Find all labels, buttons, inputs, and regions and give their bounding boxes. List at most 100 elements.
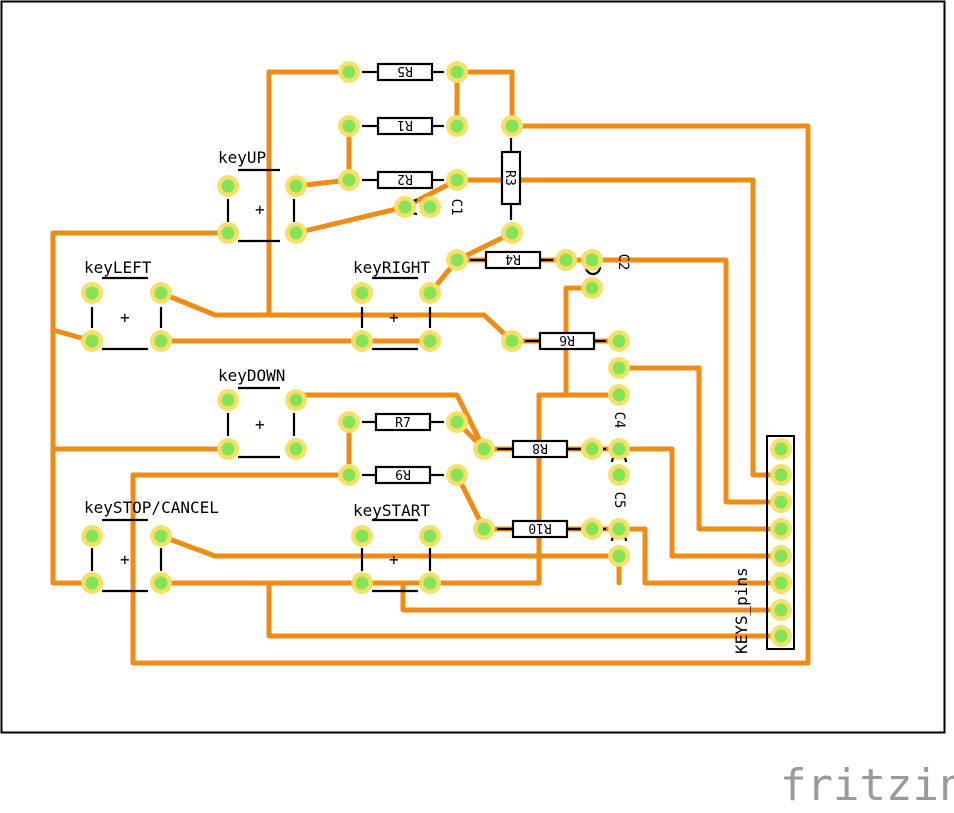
pad [285,438,307,460]
switch-center-mark: + [255,200,265,219]
pad [608,545,630,567]
resistor-label: R10 [528,520,551,535]
resistor-r7: R7 [362,412,444,432]
pad [501,222,523,244]
pad [81,572,103,594]
switch-label: keySTART [353,501,430,520]
pad [338,169,360,191]
trace [266,580,784,639]
pad [770,438,792,460]
pad [217,175,239,197]
pad [473,438,495,460]
switches: keyUP + keyLEFT + keyRIGHT + keyDOW [84,148,432,593]
pad [150,330,172,352]
pad [285,389,307,411]
pad [419,282,441,304]
pad [581,438,603,460]
pad [446,464,468,486]
resistor-r8: R8 [497,439,606,459]
resistor-r2: R2 [362,170,444,190]
resistor-label: R2 [397,171,413,186]
pad [351,330,373,352]
resistor-label: R4 [505,251,521,266]
pad [770,518,792,540]
resistor-r4: R4 [470,250,553,270]
resistor-label: R7 [395,416,411,431]
pad [150,525,172,547]
resistor-r5: R5 [362,62,444,82]
pad [770,599,792,621]
switch-keystart: keySTART + [353,501,432,593]
resistor-r9: R9 [362,465,444,485]
pad [394,196,416,218]
trace [616,365,784,532]
pad [555,249,577,271]
switch-center-mark: + [120,308,130,327]
switch-label: keyUP [218,148,266,167]
pad [581,249,603,271]
resistor-r3: R3 [500,138,522,220]
capacitor-label: C1 [448,199,464,216]
trace [50,230,95,586]
pad [419,330,441,352]
pad [446,169,468,191]
switch-keyleft: keyLEFT + [84,258,163,351]
pad [338,464,360,486]
pad [581,277,603,299]
pad [285,175,307,197]
pad [217,389,239,411]
pad [770,545,792,567]
pad [338,411,360,433]
pad [770,464,792,486]
switch-center-mark: + [255,415,265,434]
capacitor-label: C5 [611,492,627,509]
switch-keystop: keySTOP/CANCEL + [84,498,219,593]
pad [770,625,792,647]
pad [770,572,792,594]
trace [616,526,784,586]
pad [608,518,630,540]
trace [589,257,784,505]
pad [446,411,468,433]
pad [351,572,373,594]
pad [81,330,103,352]
resistor-label: R3 [502,170,517,186]
switch-keyright: keyRIGHT + [353,258,432,351]
pad [608,464,630,486]
pad [446,249,468,271]
trace [130,472,811,666]
pad [608,384,630,406]
trace [158,290,515,344]
pad [770,491,792,513]
pad [608,330,630,352]
pad [473,518,495,540]
pads [81,61,792,647]
pad [446,115,468,137]
header-label: KEYS_pins [732,567,751,654]
switch-center-mark: + [389,308,399,327]
pad [608,357,630,379]
resistor-r6: R6 [525,331,606,351]
resistor-r1: R1 [362,116,444,136]
pad [419,572,441,594]
capacitor-label: C4 [611,412,627,429]
trace [293,204,408,236]
resistor-label: R9 [395,466,411,481]
header-outline [766,435,795,650]
trace [293,392,487,452]
pad [446,61,468,83]
pad [351,525,373,547]
pad [338,115,360,137]
pad [81,282,103,304]
fritzing-logo: fritzing [780,760,954,811]
switch-label: keyRIGHT [353,258,430,277]
pad [285,222,307,244]
pad [338,61,360,83]
pad [419,196,441,218]
board-outline [0,0,946,734]
resistor-label: R1 [397,117,413,132]
resistor-label: R8 [532,440,548,455]
pad [581,518,603,540]
switch-keydown: keyDOWN + [218,366,296,459]
